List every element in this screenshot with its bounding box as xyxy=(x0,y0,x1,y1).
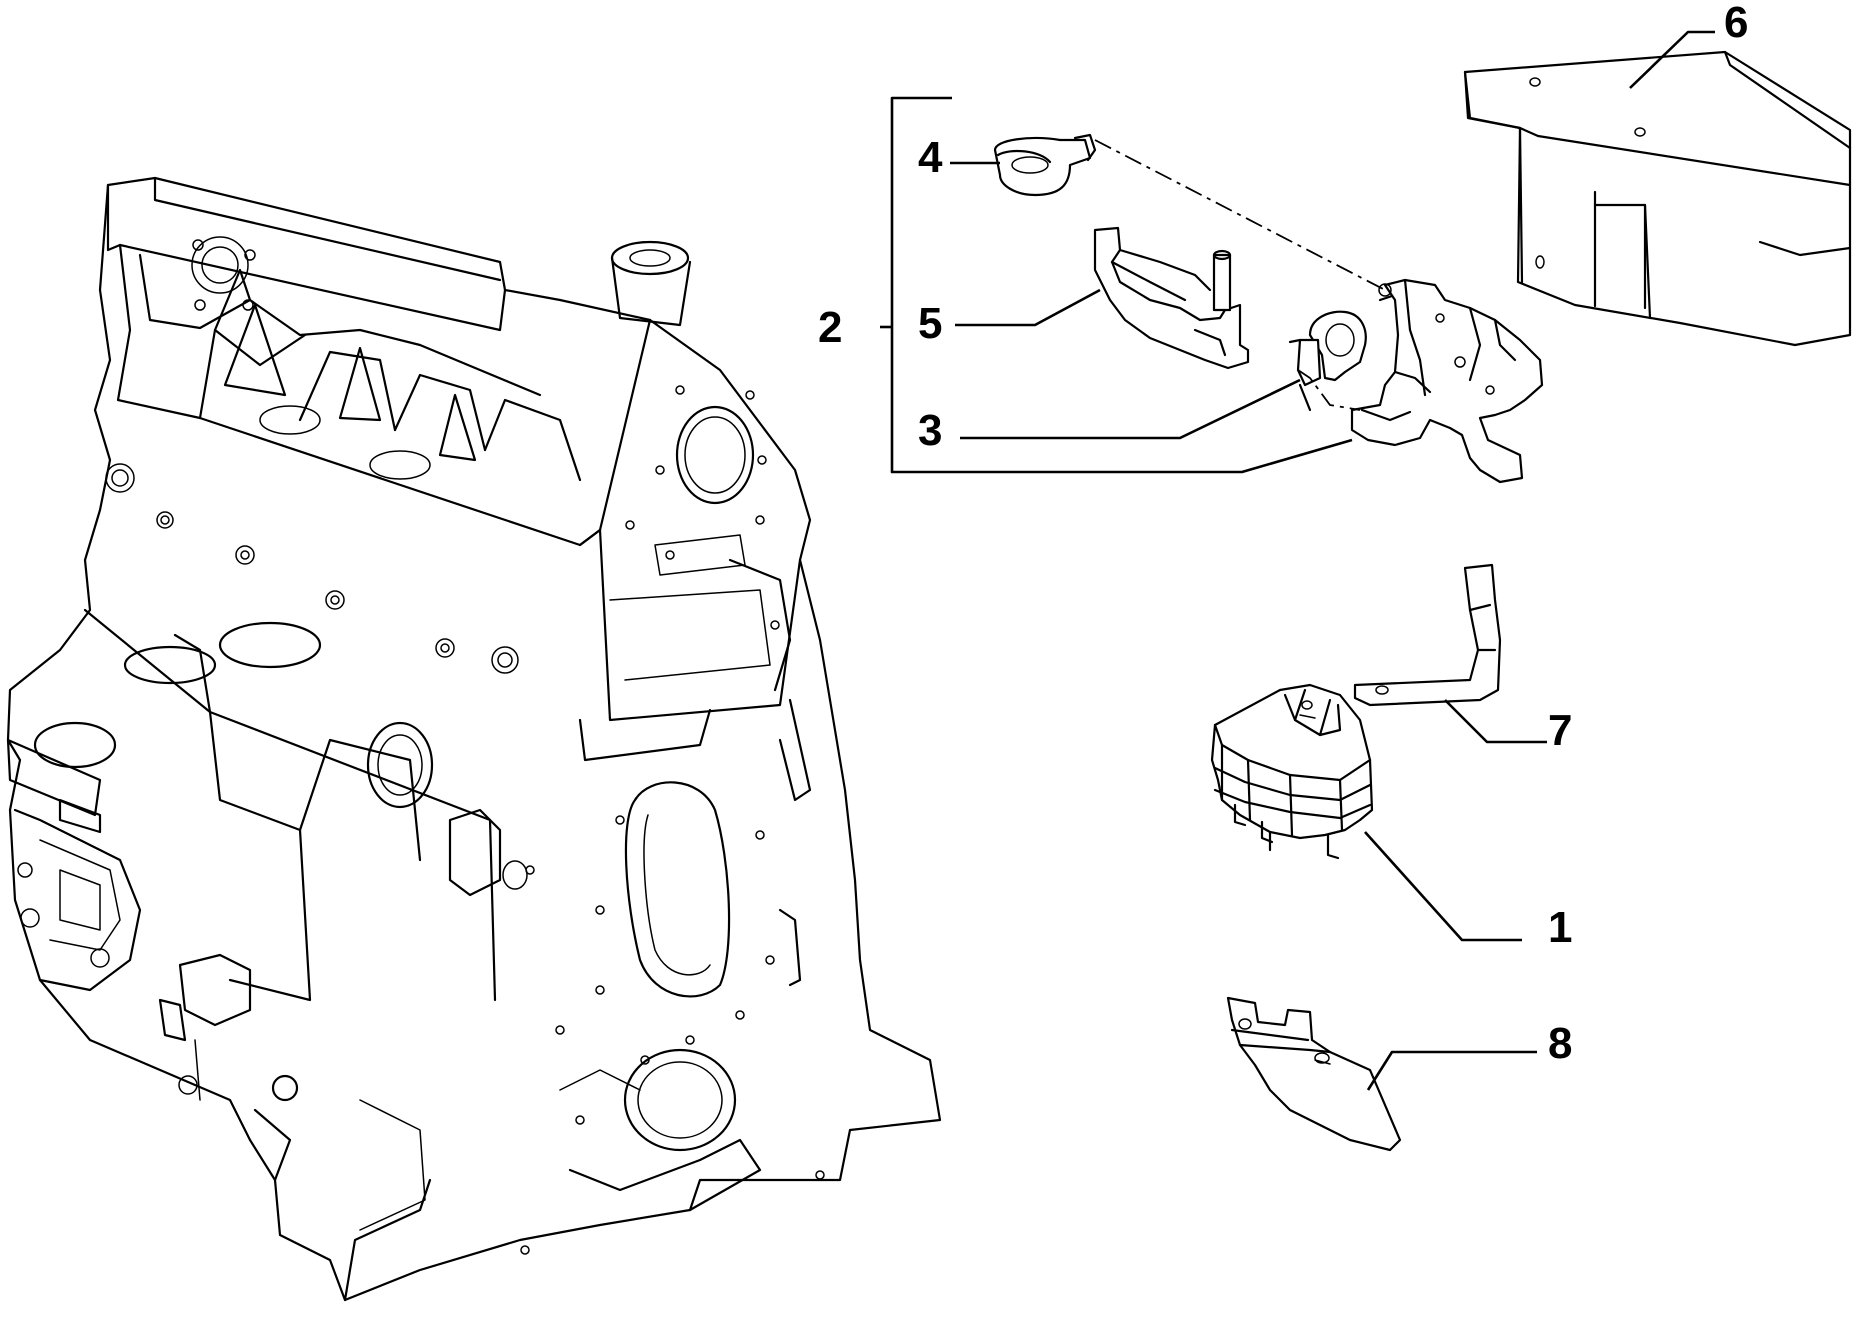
plate-bracket-part xyxy=(1226,996,1402,1152)
leader-lines xyxy=(880,30,1715,1091)
ecu-module-part xyxy=(1210,683,1374,860)
callout-6: 6 xyxy=(1724,0,1748,47)
support-bracket-part xyxy=(1093,226,1250,370)
callout-8: 8 xyxy=(1548,1019,1572,1068)
sensor-part xyxy=(1288,310,1367,412)
callout-3: 3 xyxy=(918,406,942,455)
callout-2: 2 xyxy=(818,303,842,352)
mounting-bracket-part xyxy=(1350,278,1544,484)
callout-7: 7 xyxy=(1548,706,1572,755)
callout-labels: 2 3 4 5 6 7 1 8 xyxy=(818,0,1748,1068)
callout-5: 5 xyxy=(918,299,942,348)
engine-block xyxy=(6,176,942,1302)
clamp-ring-part xyxy=(993,133,1097,197)
z-bracket-part xyxy=(1353,563,1502,707)
callout-1-lower: 1 xyxy=(1548,903,1572,952)
callout-4: 4 xyxy=(918,133,943,182)
cover-shield-part xyxy=(1463,50,1852,347)
